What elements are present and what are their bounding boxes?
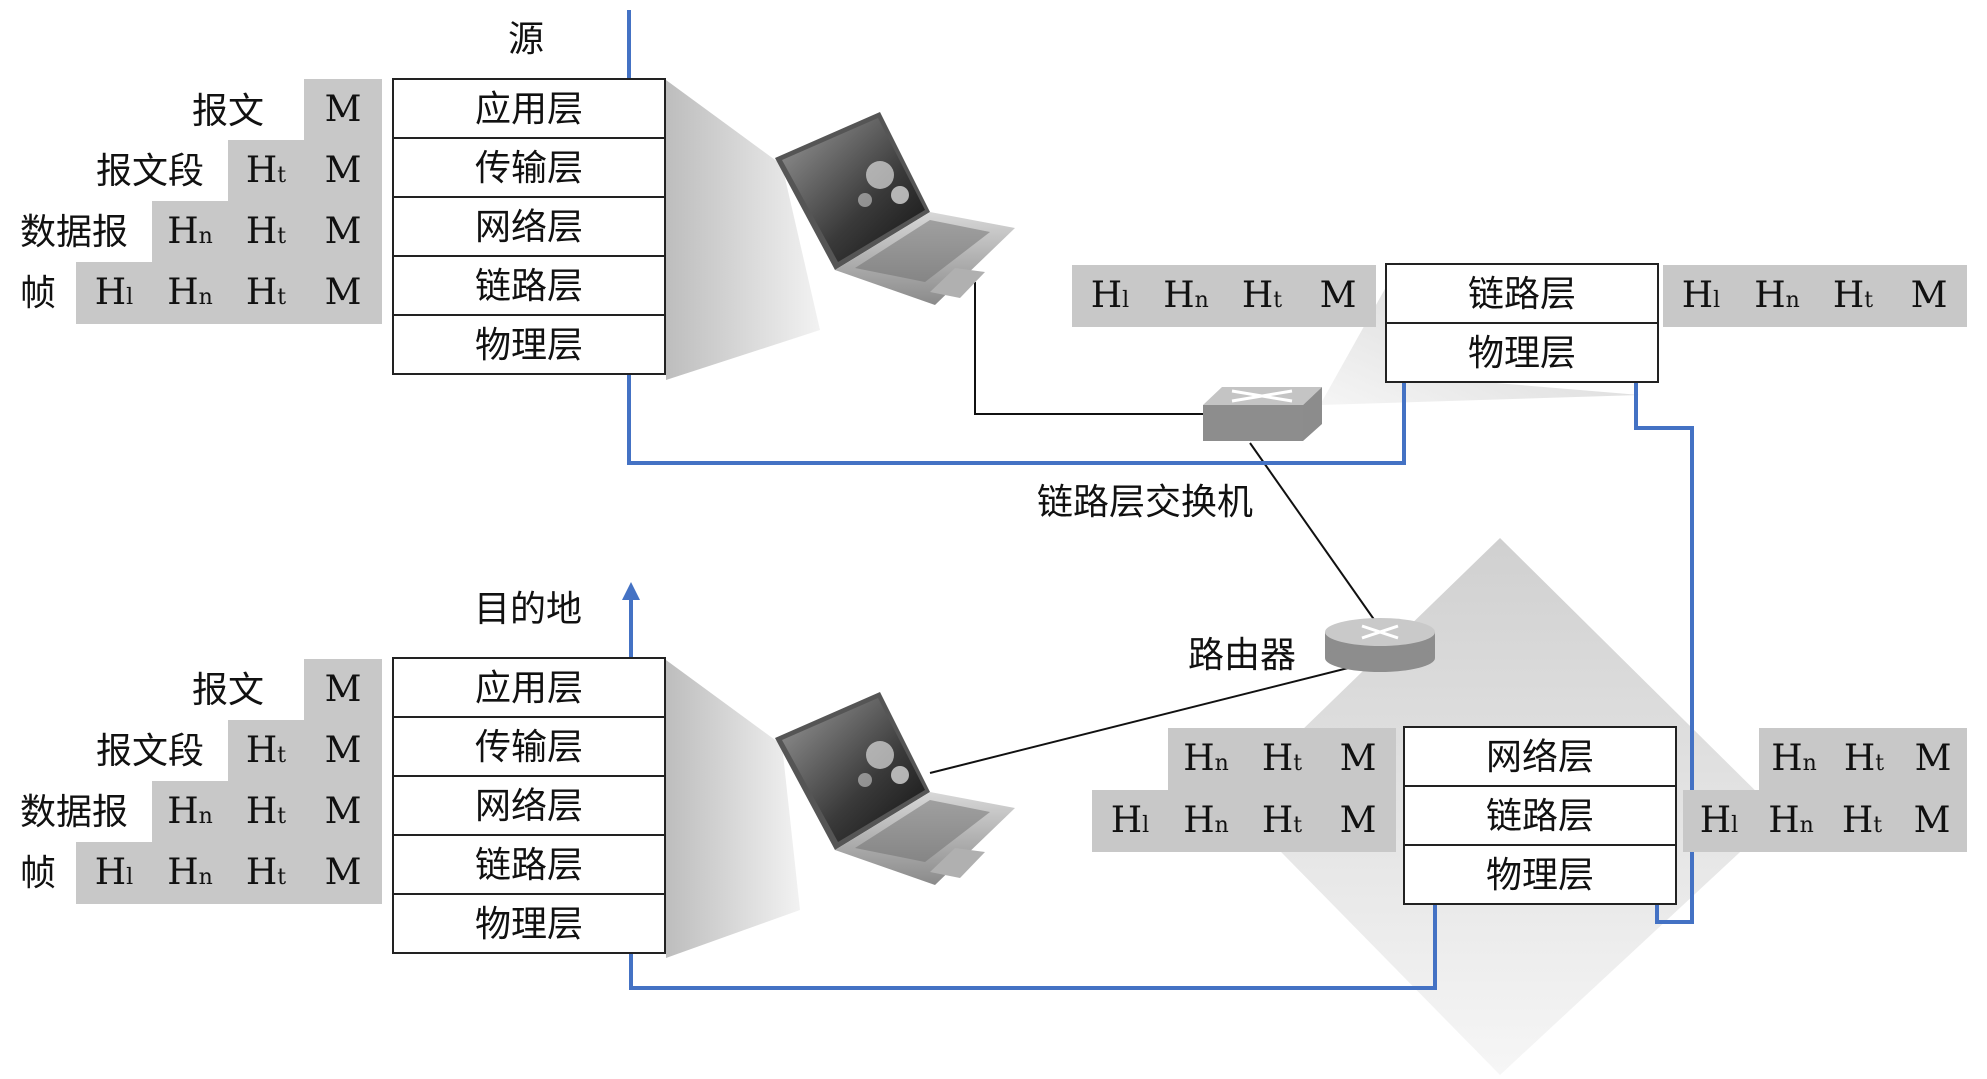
M-cell: M (324, 272, 362, 313)
router-icon (1325, 618, 1435, 672)
pdu-message-source: 报文 (192, 91, 265, 132)
Hl-cell: Hl (1681, 275, 1721, 316)
source-network-layer: 网络层 (392, 196, 666, 257)
segment-cells: Ht M (228, 140, 382, 202)
router-label: 路由器 (1188, 635, 1297, 676)
frame-cells-destination: Hl Hn Ht M (76, 842, 382, 904)
Ht-cell: Ht (245, 791, 287, 832)
M-cell: M (324, 730, 362, 771)
Ht-cell: Ht (245, 730, 287, 771)
router-link-layer: 链路层 (1403, 785, 1677, 846)
source-transport-layer: 传输层 (392, 137, 666, 198)
M-cell: M (324, 669, 362, 710)
laptop-icon-source (775, 112, 1015, 305)
source-application-layer: 应用层 (392, 78, 666, 139)
switch-icon (1203, 387, 1322, 441)
Hl-cell: Hl (1699, 800, 1739, 841)
router-frame-in: Hl Hn Ht M (1683, 790, 1967, 852)
router-physical-layer: 物理层 (1403, 844, 1677, 905)
pdu-message-destination: 报文 (192, 670, 265, 711)
destination-link-layer: 链路层 (392, 834, 666, 895)
cable-laptop-switch (974, 282, 1210, 415)
destination-protocol-stack: 应用层 传输层 网络层 链路层 物理层 (392, 657, 666, 954)
data-path-arrowhead (622, 582, 640, 600)
M-cell: M (324, 89, 362, 130)
Ht-cell: Ht (245, 150, 287, 191)
message-cells: M (304, 79, 382, 141)
Hn-cell: Hn (1163, 275, 1209, 316)
Hl-cell: Hl (94, 852, 134, 893)
Hn-cell: Hn (167, 211, 213, 252)
router-network-layer: 网络层 (1403, 726, 1677, 787)
Hn-cell: Hn (1183, 800, 1229, 841)
source-link-layer: 链路层 (392, 255, 666, 316)
M-cell: M (1339, 800, 1377, 841)
laptop-icon-destination (775, 692, 1015, 885)
M-cell: M (1914, 738, 1952, 779)
cable-router-laptop (929, 659, 1381, 774)
segment-cells-destination: Ht M (228, 720, 382, 782)
Hl-cell: Hl (1090, 275, 1130, 316)
M-cell: M (1913, 800, 1951, 841)
Ht-cell: Ht (1261, 800, 1303, 841)
switch-label: 链路层交换机 (1037, 482, 1254, 523)
switch-protocol-stack: 链路层 物理层 (1385, 263, 1659, 383)
destination-network-layer: 网络层 (392, 775, 666, 836)
router-protocol-stack: 网络层 链路层 物理层 (1403, 726, 1677, 905)
switch-physical-layer: 物理层 (1385, 322, 1659, 383)
pdu-datagram-source: 数据报 (20, 212, 129, 253)
Ht-cell: Ht (245, 211, 287, 252)
Hn-cell: Hn (1183, 738, 1229, 779)
message-cells-destination: M (304, 659, 382, 721)
Ht-cell: Ht (1843, 738, 1885, 779)
Ht-cell: Ht (245, 852, 287, 893)
Ht-cell: Ht (245, 272, 287, 313)
M-cell: M (324, 150, 362, 191)
pdu-segment-source: 报文段 (96, 151, 205, 192)
switch-frame-in: Hl Hn Ht M (1072, 265, 1376, 327)
M-cell: M (324, 211, 362, 252)
router-frame-out: Hl Hn Ht M (1092, 790, 1396, 852)
Ht-cell: Ht (1241, 275, 1283, 316)
Hn-cell: Hn (167, 852, 213, 893)
Hn-cell: Hn (167, 791, 213, 832)
M-cell: M (1910, 275, 1948, 316)
Hn-cell: Hn (1771, 738, 1817, 779)
datagram-cells: Hn Ht M (152, 201, 382, 263)
zoom-cone-source (666, 80, 820, 380)
cable-switch-router (1249, 442, 1381, 629)
Hn-cell: Hn (167, 272, 213, 313)
Hl-cell: Hl (94, 272, 134, 313)
switch-link-layer: 链路层 (1385, 263, 1659, 324)
pdu-datagram-destination: 数据报 (20, 792, 129, 833)
data-path (627, 10, 1694, 990)
M-cell: M (1339, 738, 1377, 779)
pdu-frame-destination: 帧 (20, 853, 57, 894)
destination-transport-layer: 传输层 (392, 716, 666, 777)
datagram-cells-destination: Hn Ht M (152, 781, 382, 843)
destination-label: 目的地 (474, 589, 583, 630)
source-physical-layer: 物理层 (392, 314, 666, 375)
M-cell: M (324, 791, 362, 832)
Hn-cell: Hn (1768, 800, 1814, 841)
Ht-cell: Ht (1832, 275, 1874, 316)
M-cell: M (1319, 275, 1357, 316)
Ht-cell: Ht (1841, 800, 1883, 841)
frame-cells: Hl Hn Ht M (76, 262, 382, 324)
M-cell: M (324, 852, 362, 893)
zoom-cone-destination (666, 660, 800, 958)
Hn-cell: Hn (1754, 275, 1800, 316)
source-label: 源 (508, 19, 545, 60)
Ht-cell: Ht (1261, 738, 1303, 779)
switch-frame-out: Hl Hn Ht M (1663, 265, 1967, 327)
pdu-segment-destination: 报文段 (96, 731, 205, 772)
destination-physical-layer: 物理层 (392, 893, 666, 954)
source-protocol-stack: 应用层 传输层 网络层 链路层 物理层 (392, 78, 666, 375)
pdu-frame-source: 帧 (20, 273, 57, 314)
Hl-cell: Hl (1110, 800, 1150, 841)
router-datagram-out: Hn Ht M (1168, 728, 1396, 790)
router-datagram-in: Hn Ht M (1759, 728, 1967, 790)
destination-application-layer: 应用层 (392, 657, 666, 718)
